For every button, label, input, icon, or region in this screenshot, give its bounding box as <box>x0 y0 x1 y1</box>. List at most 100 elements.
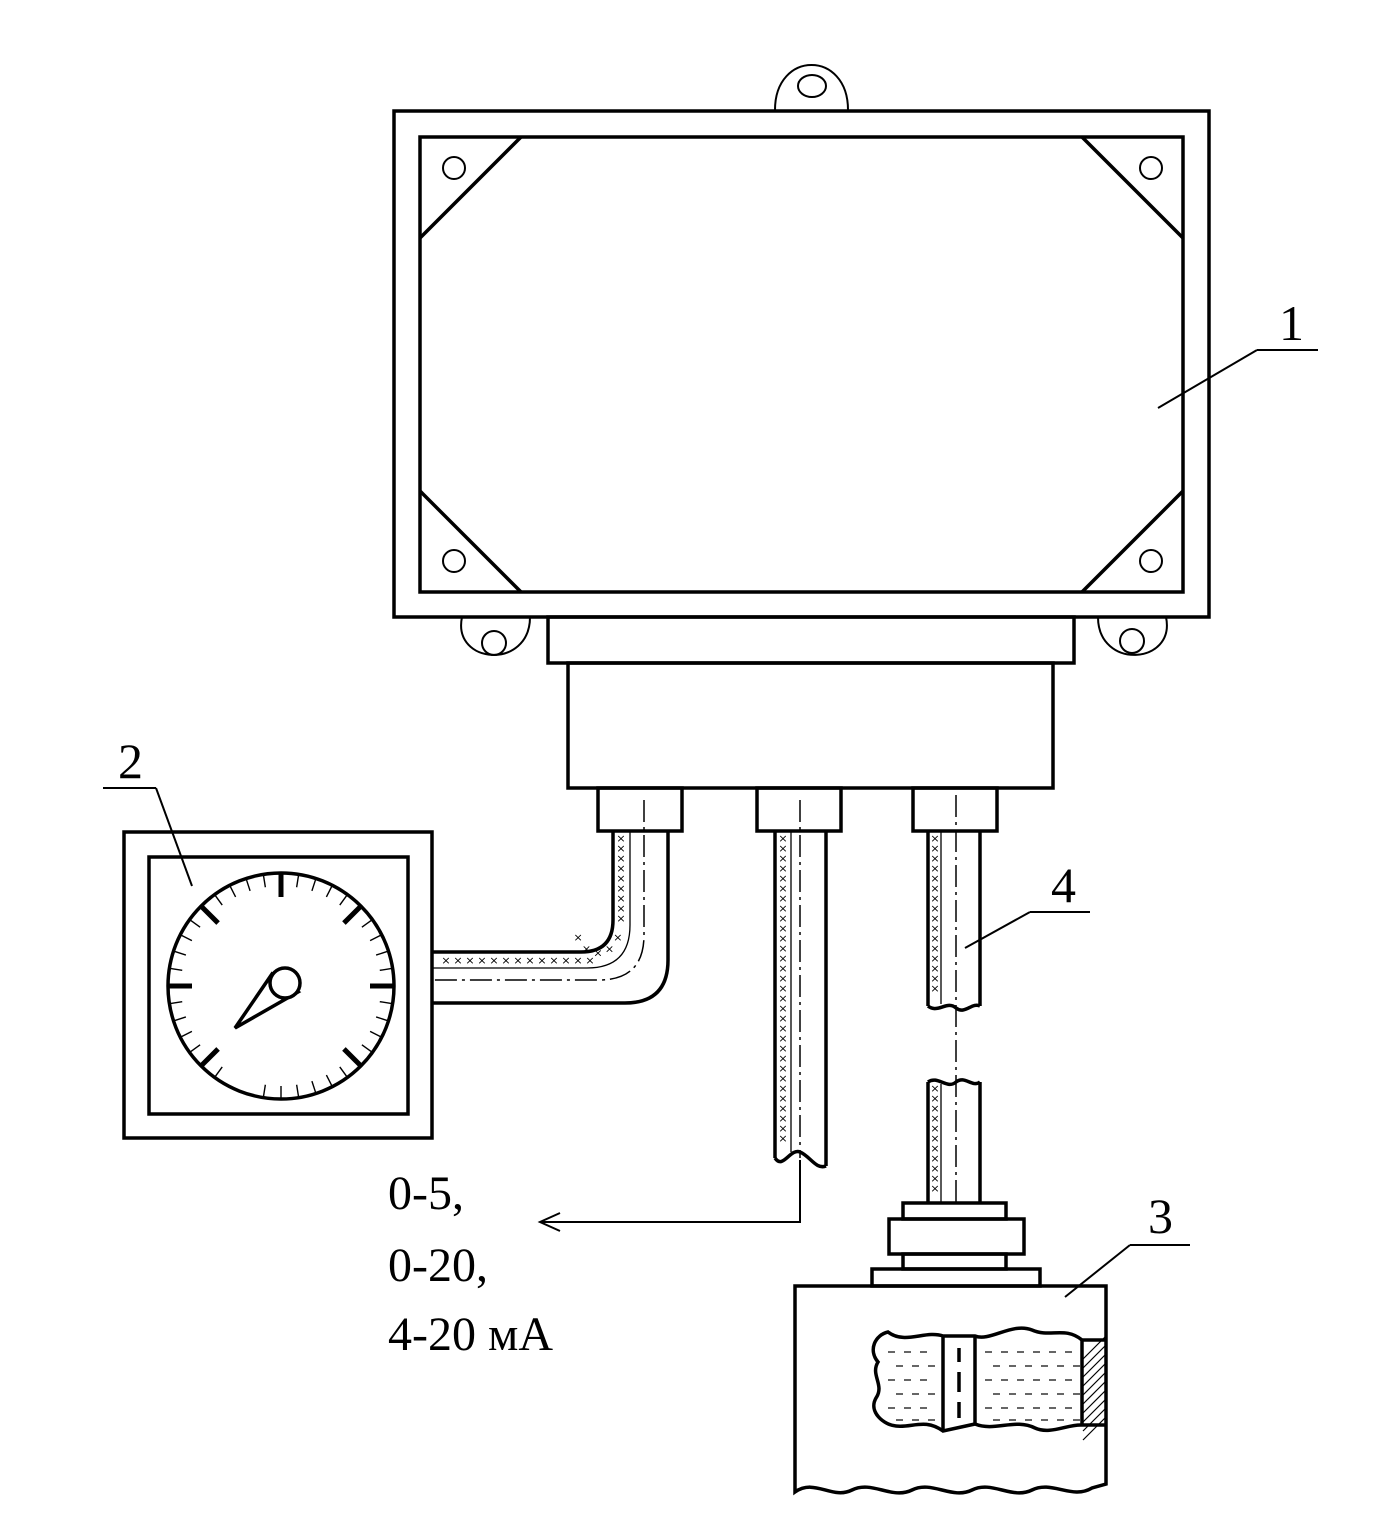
braid-mark: × <box>930 982 939 995</box>
braid-mark: × <box>778 892 787 905</box>
braid-mark: × <box>930 942 939 955</box>
liquid-fill <box>888 1351 1080 1421</box>
gauge-tick <box>262 874 267 888</box>
braid-mark: × <box>477 954 486 967</box>
braid-mark: × <box>537 954 546 967</box>
housing-inner-panel <box>418 135 1185 594</box>
braid-mark: × <box>778 962 787 975</box>
gauge-tick <box>369 1030 383 1038</box>
pressure-gauge <box>122 830 434 1140</box>
corner-brace-tr <box>1080 135 1185 240</box>
braid-mark: × <box>930 832 939 845</box>
callout-device-number: 1 <box>1279 295 1304 351</box>
output-signal-line-3: 4-20 мА <box>388 1308 553 1361</box>
gauge-inner-frame <box>147 855 410 1116</box>
gauge-tick <box>214 1066 223 1078</box>
braid-mark: × <box>778 852 787 865</box>
braid-mark: × <box>930 952 939 965</box>
gauge-tick <box>214 894 223 906</box>
braid-mark: × <box>930 1182 939 1195</box>
gauge-tick <box>189 919 201 928</box>
wall-hatching <box>1082 1336 1106 1441</box>
gauge-pivot <box>268 966 302 1000</box>
braid-mark: × <box>549 954 558 967</box>
gauge-tick <box>379 967 393 972</box>
mounting-ear-bottom-right <box>1097 616 1168 656</box>
gauge-tick <box>342 1047 363 1068</box>
braid-mark: × <box>778 942 787 955</box>
gauge-tick <box>262 1084 267 1098</box>
braid-mark: × <box>930 972 939 985</box>
cable-gland-right <box>911 786 999 833</box>
mounting-hole-bottom-right <box>1119 628 1145 654</box>
braid-mark: × <box>513 954 522 967</box>
gauge-tick <box>325 884 333 898</box>
gauge-tick <box>179 934 193 942</box>
braid-mark: × <box>616 842 625 855</box>
braid-mark: × <box>930 1172 939 1185</box>
braid-mark: × <box>778 1042 787 1055</box>
braid-mark: × <box>616 892 625 905</box>
cable-gland-middle <box>755 786 843 833</box>
sensor-nut-bottom <box>901 1252 1008 1271</box>
gauge-tick <box>369 934 383 942</box>
sensor-vessel <box>793 1284 1108 1496</box>
braid-mark: × <box>778 972 787 985</box>
braid-mark: × <box>778 872 787 885</box>
gauge-tick <box>169 967 183 972</box>
gauge-tick <box>295 1084 300 1098</box>
braid-mark: × <box>778 1132 787 1145</box>
braid-mark: × <box>930 1142 939 1155</box>
callout-cable-number: 4 <box>1051 857 1076 913</box>
screw-hole-br <box>1139 549 1163 573</box>
gauge-tick <box>199 1047 220 1068</box>
callout-gauge-number: 2 <box>118 733 143 789</box>
mounting-hole-bottom-left <box>481 630 507 656</box>
gauge-tick <box>339 894 348 906</box>
braid-mark: × <box>778 862 787 875</box>
callout-device: 1 <box>1157 295 1318 409</box>
gauge-tick <box>173 1016 187 1022</box>
braid-mark: × <box>778 922 787 935</box>
output-signal-label: 0-5, 0-20, 4-20 мА <box>388 1167 553 1361</box>
braid-mark: × <box>616 912 625 925</box>
sensor-cutaway <box>871 1326 1106 1433</box>
corner-brace-tl <box>418 135 523 240</box>
braid-mark: × <box>616 872 625 885</box>
braid-mark: × <box>778 832 787 845</box>
braid-mark: × <box>778 1032 787 1045</box>
braid-mark: × <box>585 954 594 967</box>
cable-gland-left <box>596 786 684 833</box>
sensor-nut-top <box>901 1201 1008 1221</box>
output-signal-line-1: 0-5, <box>388 1167 464 1220</box>
braid-mark: × <box>778 1052 787 1065</box>
braid-mark: × <box>930 852 939 865</box>
braid-mark: × <box>778 932 787 945</box>
braid-marks: ××××××××××××××××××××××××××× <box>930 832 939 1195</box>
gauge-scale <box>168 873 394 1099</box>
gauge-tick <box>361 919 373 928</box>
mounting-hole-top <box>797 74 827 98</box>
corner-brace-bl <box>418 489 523 594</box>
braid-mark: × <box>778 1082 787 1095</box>
gauge-tick <box>311 1080 317 1094</box>
level-sensor <box>793 1201 1108 1496</box>
gauge-tick <box>379 1000 393 1005</box>
braid-mark: × <box>930 1092 939 1105</box>
gauge-tick <box>173 950 187 956</box>
gauge-outer-frame <box>122 830 434 1140</box>
gauge-tick <box>325 1074 333 1088</box>
braid-mark: × <box>616 902 625 915</box>
main-housing <box>392 64 1211 833</box>
screw-hole-tr <box>1139 156 1163 180</box>
braid-mark: × <box>778 1002 787 1015</box>
braid-mark: × <box>778 902 787 915</box>
screw-hole-bl <box>442 549 466 573</box>
callout-sensor-number: 3 <box>1148 1188 1173 1244</box>
braid-mark: × <box>778 952 787 965</box>
braid-marks: ××××××××××××××××××××××××××××××× <box>778 832 787 1145</box>
braid-mark: × <box>930 862 939 875</box>
braid-mark: × <box>561 954 570 967</box>
gauge-tick <box>339 1066 348 1078</box>
braid-mark: × <box>778 882 787 895</box>
